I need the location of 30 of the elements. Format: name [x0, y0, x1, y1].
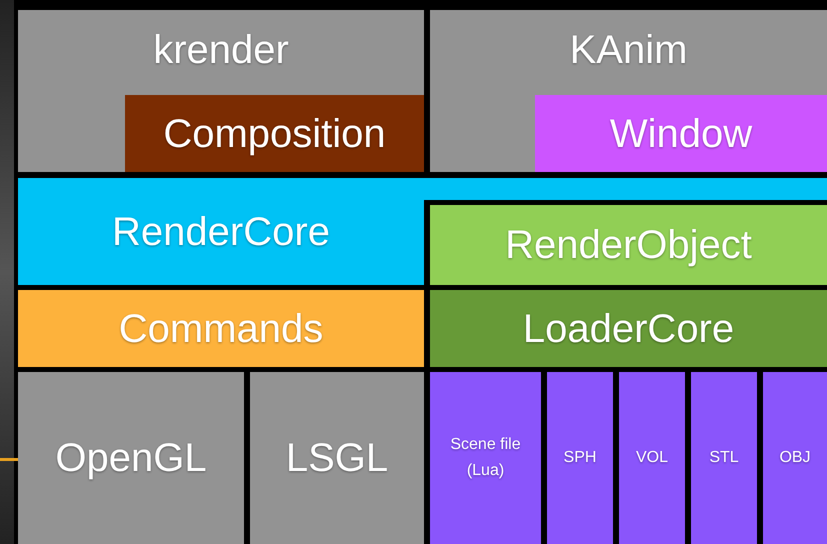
- module-label: LoaderCore: [522, 306, 734, 350]
- module-label: Commands: [118, 306, 324, 350]
- module-label: OpenGL: [55, 436, 207, 480]
- module-label: Scene file (Lua): [449, 435, 522, 481]
- module-label: LSGL: [286, 436, 388, 480]
- loader-block: [547, 372, 613, 544]
- module-label: KAnim: [570, 28, 688, 72]
- loader-block: [430, 372, 541, 544]
- module-block: [18, 290, 424, 367]
- module-label: Window: [610, 112, 752, 156]
- module-label: OBJ: [779, 448, 811, 468]
- layer-band: [18, 178, 827, 285]
- module-label: VOL: [636, 448, 668, 468]
- module-block: [250, 372, 424, 544]
- module-label: SPH: [564, 448, 596, 468]
- module-block: [535, 95, 827, 172]
- module-block: [18, 10, 424, 172]
- loader-block: [763, 372, 827, 544]
- module-block: [430, 290, 827, 367]
- module-label: RenderObject: [505, 223, 752, 267]
- module-label: STL: [709, 448, 739, 468]
- module-block: [430, 10, 827, 172]
- loader-block: [619, 372, 685, 544]
- loader-block: [691, 372, 757, 544]
- module-label: Composition: [163, 112, 386, 156]
- module-label: RenderCore: [112, 210, 330, 254]
- module-block: [125, 95, 424, 172]
- module-block: [430, 205, 827, 285]
- module-block: [18, 372, 244, 544]
- module-label: krender: [153, 28, 289, 72]
